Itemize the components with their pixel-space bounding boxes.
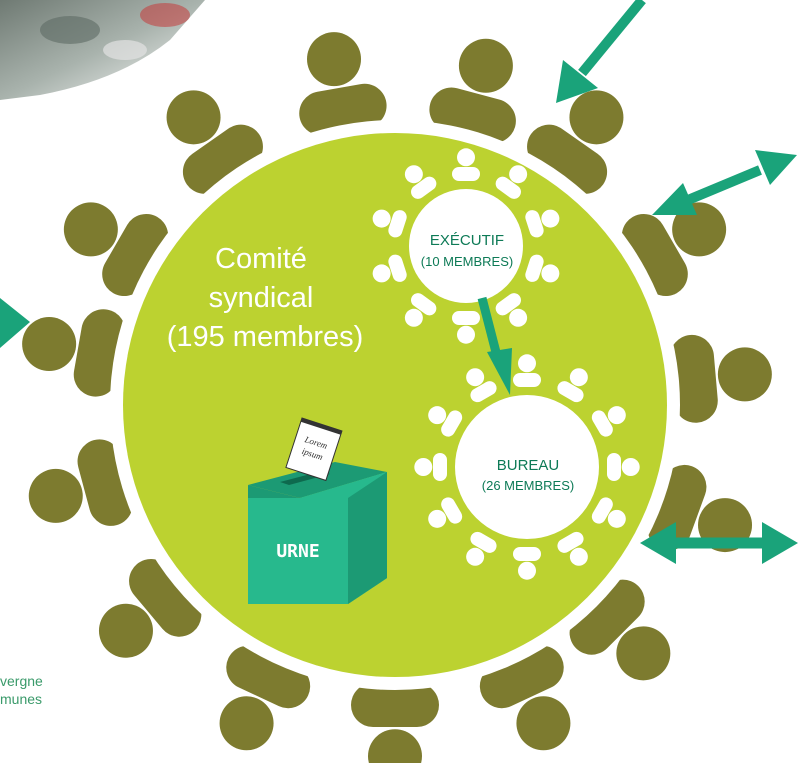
bureau-seat: [466, 368, 497, 403]
bureau-title: BUREAU: [497, 457, 560, 474]
arrow-in-top-right: [556, 0, 646, 103]
executif-seat: [404, 293, 437, 327]
outer-seat: [98, 558, 202, 658]
arrow-left-partial: [0, 298, 30, 348]
committee-label-line: Comité: [215, 243, 307, 275]
committee-label: Comité syndical (195 membres): [167, 243, 364, 353]
bureau-seat: [428, 406, 463, 437]
left-caption: vergne munes: [0, 672, 43, 708]
bureau-seat: [557, 368, 588, 403]
outer-seat: [351, 683, 439, 763]
executif-members: (10 MEMBRES): [421, 254, 513, 269]
committee-label-line: (195 membres): [167, 321, 364, 353]
executif-seat: [495, 293, 528, 327]
executif-seat: [525, 254, 560, 283]
committee-label-line: syndical: [209, 282, 314, 314]
bureau-members: (26 MEMBRES): [482, 478, 574, 493]
outer-seat: [621, 202, 727, 297]
left-caption-line: munes: [0, 691, 43, 707]
executif-seat: [404, 165, 437, 199]
arrow-executif-to-bureau: [477, 296, 512, 395]
executif-seat: [525, 209, 560, 238]
outer-seat: [527, 90, 624, 194]
outer-seat: [63, 202, 169, 297]
outer-seat: [569, 579, 671, 681]
executif-table: [409, 189, 523, 303]
bureau-seat: [591, 497, 626, 528]
outer-seat: [219, 645, 311, 751]
bureau-table: [455, 395, 599, 539]
outer-seat: [669, 334, 772, 423]
executif-seat: [495, 165, 528, 199]
left-caption-line: vergne: [0, 673, 43, 689]
arrow-bidirectional-right-top: [652, 150, 797, 215]
outer-seat: [479, 645, 571, 751]
bureau-seat: [414, 453, 447, 481]
bureau-seat: [513, 354, 541, 387]
executif-title: EXÉCUTIF: [430, 232, 504, 249]
bureau-seat: [513, 547, 541, 580]
outer-seat: [166, 90, 263, 194]
bureau-seat: [591, 406, 626, 437]
photo-image: [0, 0, 205, 100]
executif-seat: [452, 148, 480, 181]
executif-seat: [372, 254, 407, 283]
ballot-paper: Lorem ipsum: [285, 417, 343, 482]
bureau-seat: [466, 531, 497, 566]
bureau-seats: [414, 354, 640, 580]
arrow-bidirectional-right-bottom: [640, 522, 798, 564]
urne-label: URNE: [276, 541, 319, 562]
ballot-box: Lorem ipsum URNE: [248, 417, 387, 604]
bureau-seat: [557, 531, 588, 566]
outer-seats: [22, 32, 772, 763]
bureau-seat: [607, 453, 640, 481]
executif-seats: [372, 148, 560, 344]
bureau-seat: [428, 497, 463, 528]
executif-seat: [452, 311, 480, 344]
executif-seat: [372, 209, 407, 238]
